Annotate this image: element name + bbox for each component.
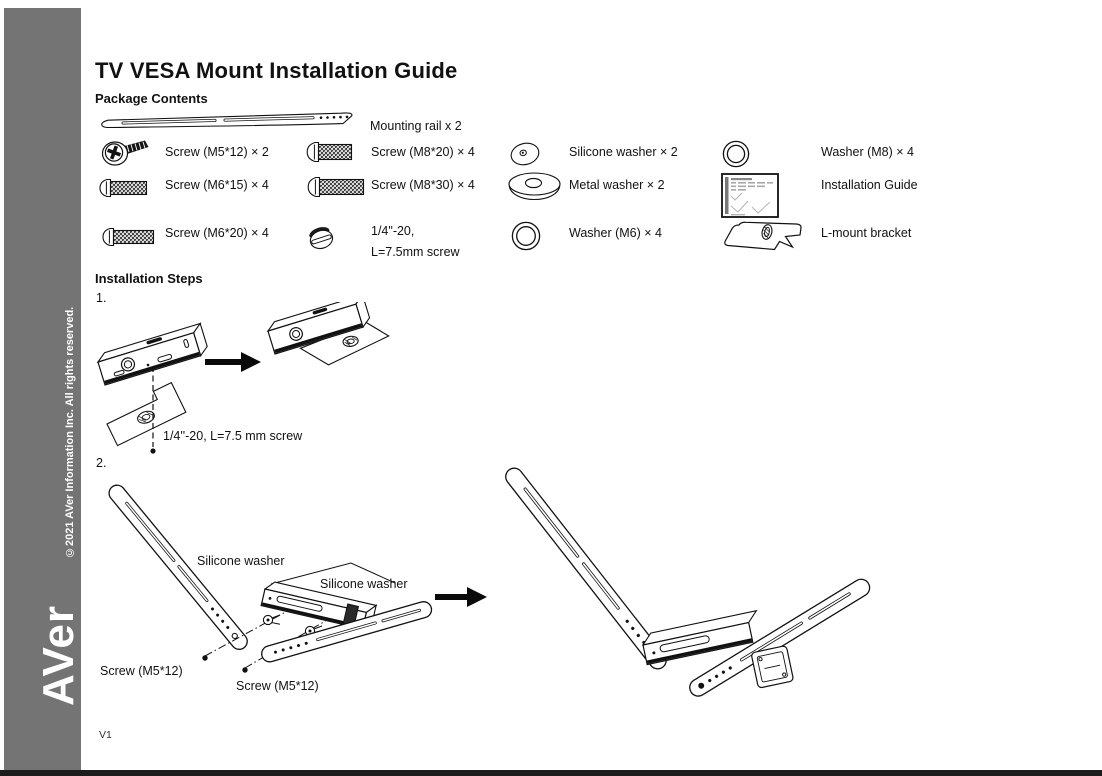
installation-guide-icon [721,173,779,219]
pan-head-screw-m8-30-icon [307,176,365,198]
package-item-label: Silicone washer × 2 [569,145,678,159]
package-item-label: 1/4"-20, [371,224,415,238]
package-item-label: Installation Guide [821,178,918,192]
step1-number: 1. [96,291,107,305]
quarter-inch-screw-icon [305,221,337,253]
pan-head-screw-m6-20-icon [101,226,156,248]
mounting-rail-icon [97,111,363,135]
version-label: V1 [99,729,112,741]
step2-number: 2. [96,456,107,470]
package-contents-heading: Package Contents [95,91,208,106]
step1-screw-callout: 1/4''-20, L=7.5 mm screw [163,429,303,443]
package-item-label: Screw (M5*12) × 2 [165,145,269,159]
step2-assembled-diagram [495,460,895,715]
page-title: TV VESA Mount Installation Guide [95,58,458,83]
package-item-label: Mounting rail x 2 [370,119,462,133]
package-item-label: Screw (M6*20) × 4 [165,226,269,240]
footer-bar [0,770,1102,776]
package-item-label: Washer (M6) × 4 [569,226,662,240]
washer-m8-icon [721,139,751,169]
package-item-label: Washer (M8) × 4 [821,145,914,159]
washer-m6-icon [510,220,542,252]
phillips-screw-icon [100,136,150,168]
silicone-washer-icon [508,140,546,168]
package-item-label: Screw (M8*30) × 4 [371,178,475,192]
step2-screw-callout-1: Screw (M5*12) [100,664,183,678]
aver-logo: AVer [34,604,83,706]
metal-washer-icon [507,170,564,203]
step1-diagram [93,302,393,462]
pan-head-screw-m6-15-icon [98,177,149,199]
package-item-label: Screw (M6*15) × 4 [165,178,269,192]
package-item-label-line2: L=7.5mm screw [371,245,460,259]
installation-steps-heading: Installation Steps [95,271,203,286]
pan-head-screw-m8-20-icon [306,141,354,163]
step2-exploded-diagram [95,462,495,714]
copyright-text: ©2021 AVer Information Inc. All rights r… [64,306,76,558]
step2-silicone-washer-callout-1: Silicone washer [197,554,285,568]
package-item-label: L-mount bracket [821,226,912,240]
package-item-label: Screw (M8*20) × 4 [371,145,475,159]
brand-sidebar: ©2021 AVer Information Inc. All rights r… [4,8,83,770]
step2-screw-callout-2: Screw (M5*12) [236,679,319,693]
package-item-label: Metal washer × 2 [569,178,665,192]
l-mount-bracket-icon [719,217,807,257]
step2-silicone-washer-callout-2: Silicone washer [320,577,408,591]
